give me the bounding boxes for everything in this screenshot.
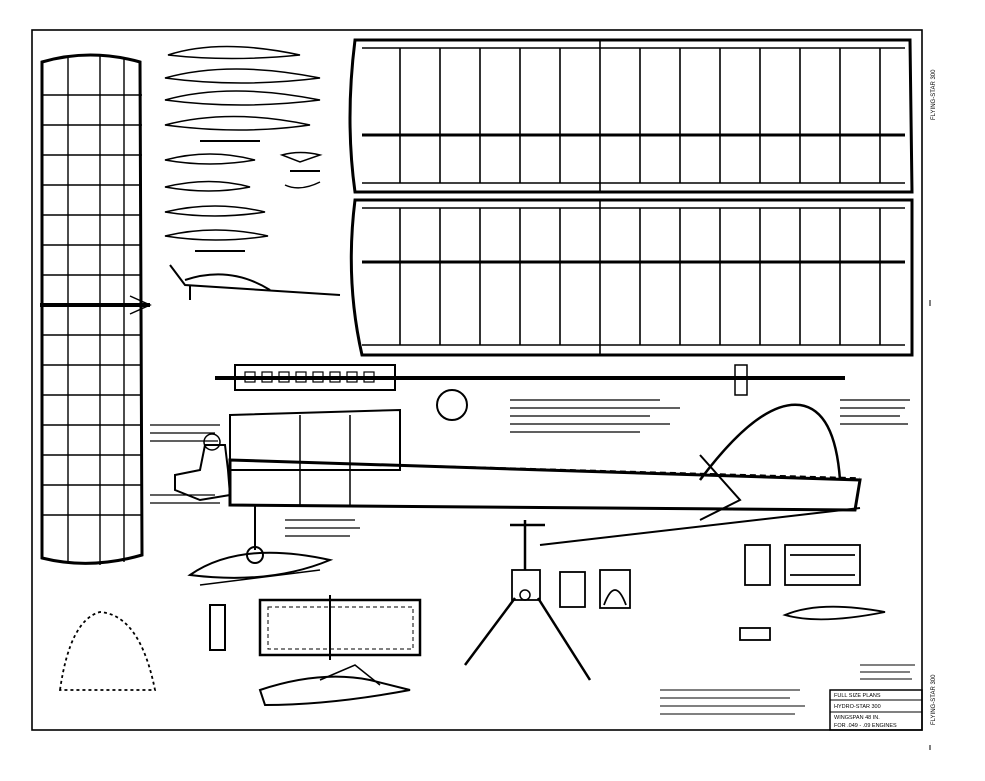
- fuselage-side-view: [174, 389, 862, 586]
- rib-labels: [195, 140, 320, 252]
- wing-rib-templates: [164, 45, 323, 241]
- wing-lower-panel: [349, 198, 914, 357]
- assembly-notes: [150, 399, 910, 537]
- title-line-3: FOR .049 - .09 ENGINES: [834, 723, 897, 729]
- side-label-bottom: FLYING-STAR 300: [931, 674, 937, 725]
- detail-parts: [559, 544, 886, 641]
- stabilizer-plan: [40, 53, 152, 565]
- float-strut-assembly: [463, 520, 592, 681]
- thrust-line: [539, 507, 861, 546]
- rudder-template: [58, 611, 157, 691]
- general-notes: [660, 664, 915, 715]
- sheet-border: [31, 29, 923, 731]
- wing-spar-strip: [215, 364, 845, 396]
- title-heading: FULL SIZE PLANS: [834, 693, 881, 699]
- float-strut-detail: [169, 264, 341, 300]
- title-block: FULL SIZE PLANS HYDRO-STAR 300 WINGSPAN …: [829, 689, 923, 731]
- title-model-name: HYDRO-STAR 300: [834, 704, 881, 710]
- side-label-top: FLYING-STAR 300: [931, 69, 937, 120]
- float-plan-view: [209, 595, 422, 707]
- title-line-2: WINGSPAN 48 IN.: [834, 715, 880, 721]
- wing-upper-panel: [348, 38, 914, 194]
